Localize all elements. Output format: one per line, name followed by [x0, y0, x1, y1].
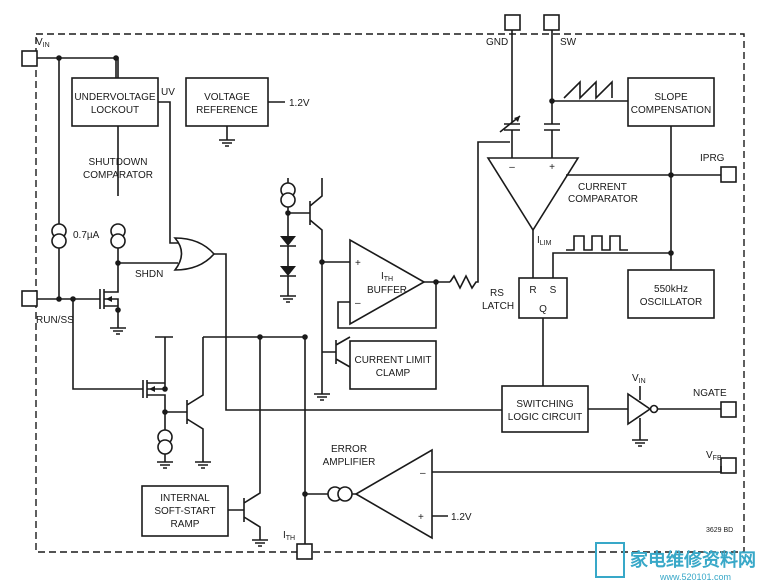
latch-s: S — [550, 285, 557, 296]
iprg-wires — [566, 126, 721, 253]
soft-start-ramp-block — [141, 485, 229, 537]
vin-pin — [21, 50, 38, 67]
soft-start-current-source — [157, 429, 173, 469]
ea-label-1: ERROR — [331, 444, 367, 455]
ramp-transistor — [228, 337, 268, 547]
ea-label-2: AMPLIFIER — [323, 457, 376, 468]
vin-pin-label: VIN — [36, 37, 50, 49]
shutdown-comparator-label-2: COMPARATOR — [83, 170, 153, 181]
vref-title-2: REFERENCE — [196, 105, 258, 116]
cc-label-1: CURRENT — [578, 182, 627, 193]
ramp-title-1: INTERNAL — [160, 493, 210, 504]
driver-supply-label: VIN — [632, 373, 646, 385]
buffer-bias-stack — [280, 178, 350, 303]
error-amplifier — [305, 448, 722, 540]
iprg-pin — [720, 166, 737, 183]
current-source-0p7ua — [51, 223, 67, 249]
vfb-pin — [720, 457, 737, 474]
run-ss-pin — [21, 290, 38, 307]
junction-dot — [56, 296, 62, 302]
shutdown-transistor — [94, 263, 126, 335]
junction-dot — [113, 55, 119, 61]
junction-dot — [433, 279, 439, 285]
junction-dot — [70, 296, 76, 302]
slope-title-2: COMPENSATION — [631, 105, 711, 116]
sw-pin — [543, 14, 560, 31]
logic-title-2: LOGIC CIRCUIT — [508, 412, 582, 423]
buffer-label-2: BUFFER — [367, 285, 407, 296]
clamp-title-1: CURRENT LIMIT — [354, 355, 431, 366]
vfb-pin-label: VFB — [706, 450, 722, 462]
oscillator-block — [627, 269, 715, 319]
soft-start-npn — [165, 336, 305, 469]
figure-id: 3629 BD — [706, 527, 733, 534]
ilim-label: ILIM — [537, 235, 552, 247]
rs-latch — [518, 277, 568, 319]
current-comparator — [486, 157, 580, 232]
sw-pin-label: SW — [560, 37, 577, 48]
gnd-pin-label: GND — [486, 37, 508, 48]
cc-minus: – — [509, 162, 515, 173]
latch-q: Q — [539, 304, 547, 315]
osc-wires — [552, 252, 672, 278]
logic-title-1: SWITCHING — [516, 399, 573, 410]
ramp-title-2: SOFT-START — [154, 506, 215, 517]
sense-network — [499, 30, 628, 158]
shdn-label: SHDN — [135, 269, 163, 280]
soft-start-transistor — [142, 336, 173, 430]
rs-latch-label-1: RS — [490, 288, 504, 299]
current-source-label: 0.7µA — [73, 230, 100, 241]
ramp-title-3: RAMP — [171, 519, 200, 530]
junction-dot — [302, 334, 308, 340]
shutdown-comparator-label-1: SHUTDOWN — [89, 157, 148, 168]
cc-plus: + — [549, 162, 555, 173]
slope-title-1: SLOPE — [654, 92, 688, 103]
gate-driver — [627, 386, 721, 447]
sense-resistor — [449, 141, 510, 290]
watermark-cn: 家电维修资料网 — [630, 549, 756, 570]
iprg-pin-label: IPRG — [700, 153, 725, 164]
vref-wires — [219, 101, 285, 147]
junction-dot — [56, 55, 62, 61]
ea-plus: + — [418, 512, 424, 523]
run-ss-pin-label: RUN/SS — [36, 315, 74, 326]
ngate-pin-label: NGATE — [693, 388, 727, 399]
uv-wire — [158, 101, 178, 244]
current-limit-clamp-transistor — [314, 336, 351, 401]
sawtooth-waveform — [563, 80, 613, 100]
vref-output-label: 1.2V — [289, 98, 310, 109]
junction-dot — [668, 250, 674, 256]
junction-dot — [668, 172, 674, 178]
ea-minus: – — [420, 468, 426, 479]
osc-title-2: OSCILLATOR — [640, 297, 702, 308]
watermark-url: www.520101.com — [659, 572, 731, 582]
shutdown-current-source — [110, 223, 178, 264]
gnd-pin — [504, 14, 521, 31]
current-limit-clamp-block — [349, 340, 437, 390]
watermark: 家电维修资料网 www.520101.com — [595, 542, 756, 582]
slope-compensation-block — [627, 77, 715, 127]
rs-latch-label-2: LATCH — [482, 301, 514, 312]
clock-waveform — [566, 235, 628, 251]
or-gate — [173, 237, 502, 411]
junction-dot — [549, 98, 555, 104]
latch-r: R — [529, 285, 536, 296]
buffer-plus: + — [355, 258, 361, 269]
vref-title-1: VOLTAGE — [204, 92, 250, 103]
ith-buffer-amplifier — [321, 238, 450, 352]
ith-pin — [296, 543, 313, 560]
uvlo-title-2: LOCKOUT — [91, 105, 139, 116]
ngate-pin — [720, 401, 737, 418]
buffer-minus: – — [355, 298, 361, 309]
ith-pin-label: ITH — [283, 530, 295, 542]
uv-label: UV — [161, 87, 175, 98]
buffer-label-1: ITH — [381, 271, 393, 283]
clamp-title-2: CLAMP — [376, 368, 411, 379]
uvlo-title-1: UNDERVOLTAGE — [74, 92, 155, 103]
osc-title-1: 550kHz — [654, 284, 688, 295]
cc-label-2: COMPARATOR — [568, 194, 638, 205]
ea-ref-label: 1.2V — [451, 512, 472, 523]
